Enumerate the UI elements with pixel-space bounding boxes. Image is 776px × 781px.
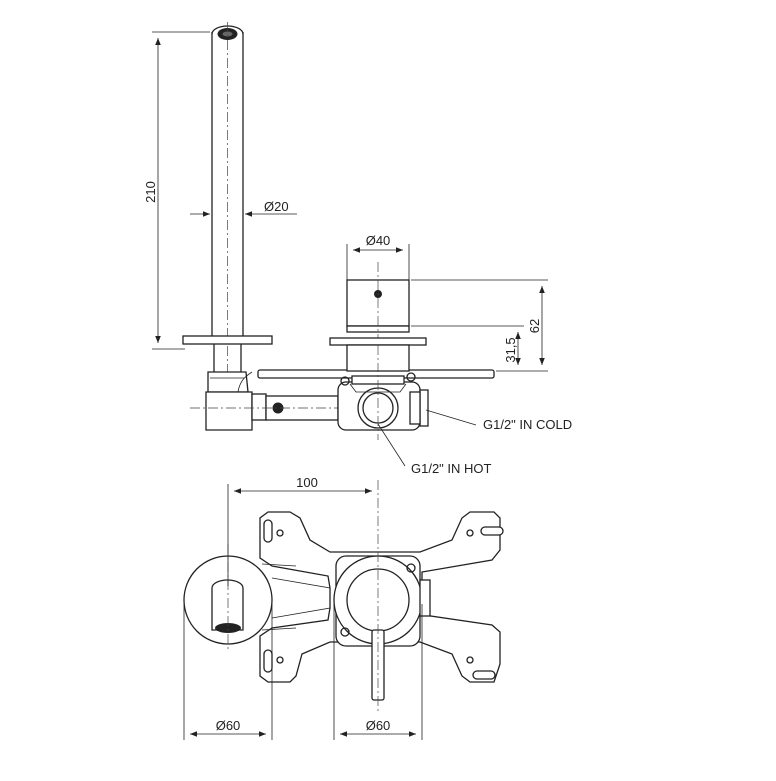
dim-handle-height: 62 <box>411 279 548 372</box>
dim-spout-diameter: Ø20 <box>190 199 297 217</box>
spout-wall-plate <box>182 335 273 345</box>
dim-plate-offset: 31,5 <box>411 325 524 365</box>
dim-spacing-label: 100 <box>296 475 318 490</box>
dim-handle-plate: Ø60 <box>333 604 423 740</box>
spout-elbow <box>190 371 350 431</box>
side-view: 210 Ø20 Ø40 62 31,5 <box>143 22 572 476</box>
spout-outlet-front-icon <box>215 623 241 633</box>
cold-inlet-label: G1/2" IN COLD <box>483 417 572 432</box>
dim-spacing: 100 <box>227 475 372 586</box>
mounting-bracket <box>259 511 501 683</box>
dim-plate-offset-label: 31,5 <box>503 337 518 362</box>
dim-spout-plate: Ø60 <box>183 604 273 740</box>
dim-handle-diameter-label: Ø40 <box>366 233 391 248</box>
dim-handle-plate-label: Ø60 <box>366 718 391 733</box>
spout-front <box>183 544 273 650</box>
dim-spout-height: 210 <box>143 31 210 350</box>
front-view: 100 Ø60 Ø60 <box>183 475 504 740</box>
hot-inlet-callout: G1/2" IN HOT <box>377 423 492 476</box>
handle-side <box>329 262 427 372</box>
dim-spout-diameter-label: Ø20 <box>264 199 289 214</box>
hot-inlet-label: G1/2" IN HOT <box>411 461 492 476</box>
cold-inlet-callout: G1/2" IN COLD <box>425 409 572 432</box>
mixer-valve-body <box>257 344 495 440</box>
dim-spout-height-label: 210 <box>143 181 158 203</box>
valve-front <box>333 480 431 712</box>
dim-handle-height-label: 62 <box>527 319 542 333</box>
dim-spout-plate-label: Ø60 <box>216 718 241 733</box>
spout-tube <box>211 22 244 400</box>
dim-handle-diameter: Ø40 <box>346 233 410 280</box>
